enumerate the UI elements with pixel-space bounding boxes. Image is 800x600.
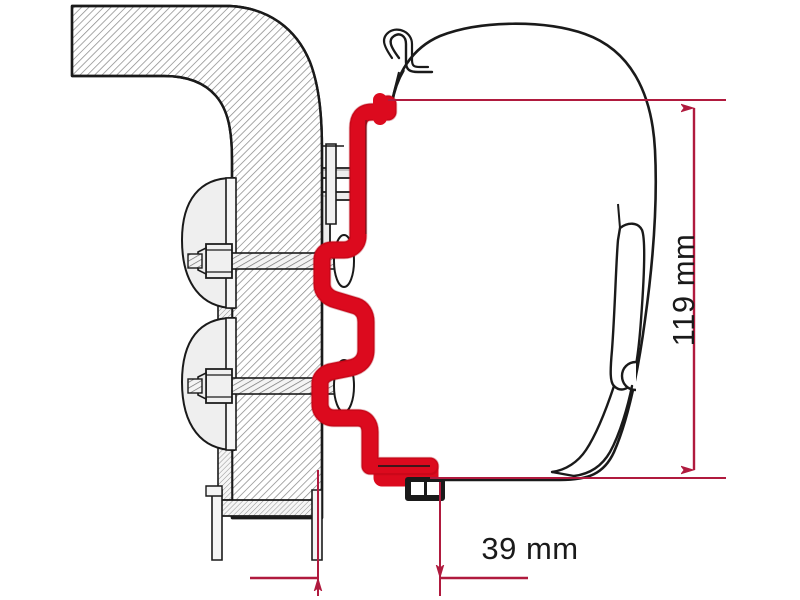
red-adapter-bracket [310, 93, 440, 487]
lead-rail-profile [550, 203, 646, 478]
top-hook-icon [382, 28, 434, 101]
height-dimension: 119 mm [388, 99, 726, 479]
height-dimension-label: 119 mm [666, 234, 701, 347]
awning-case-outline [390, 22, 658, 482]
depth-dimension-label: 39 mm [481, 531, 578, 566]
bottom-clamp-block [405, 477, 445, 501]
depth-dimension: 39 mm [250, 470, 578, 596]
upper-bolt-assembly [180, 177, 355, 310]
